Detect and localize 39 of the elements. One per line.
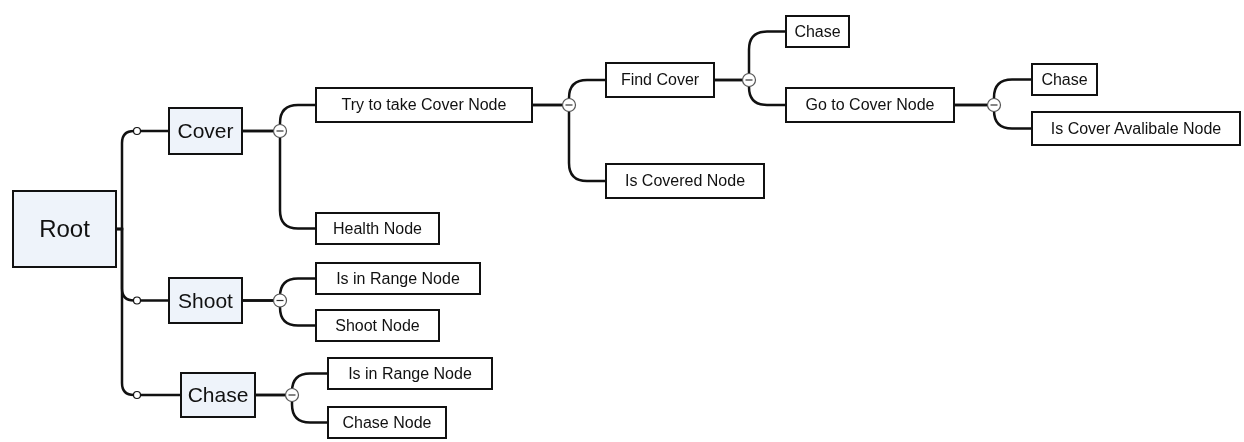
node-label: Health Node (333, 219, 422, 238)
connector-line (243, 129, 315, 230)
node-box (180, 372, 256, 418)
node-box (327, 357, 493, 390)
node-label: Find Cover (620, 71, 700, 89)
node-label: Chase (187, 383, 249, 407)
node-label: Shoot (178, 288, 233, 313)
node-label: Root (39, 215, 90, 243)
connector-line (256, 393, 327, 424)
node-box (168, 107, 243, 155)
node-box (605, 163, 765, 199)
node-box (785, 15, 850, 48)
connector-line (117, 227, 180, 397)
node-label: Is Covered Node (624, 172, 746, 190)
node-box (1031, 63, 1098, 96)
node-box (168, 277, 243, 324)
node-box (12, 190, 117, 268)
node-label: Shoot Node (335, 316, 420, 335)
node-label: Try to take Cover Node (341, 96, 507, 114)
node-label: Cover (177, 119, 234, 143)
node-label: Is in Range Node (348, 364, 472, 383)
connector-line (243, 299, 315, 327)
node-label: Chase (1041, 70, 1088, 89)
node-label: Chase Node (342, 413, 432, 432)
node-box (605, 62, 715, 98)
node-box (327, 406, 447, 439)
node-label: Go to Cover Node (805, 96, 935, 114)
node-box (785, 87, 955, 123)
node-box (1031, 111, 1241, 146)
node-box (315, 212, 440, 245)
connector-line (955, 103, 1031, 130)
node-box (315, 262, 481, 295)
node-box (315, 87, 533, 123)
node-box (315, 309, 440, 342)
node-label: Chase (794, 22, 841, 41)
node-label: Is Cover Avalibale Node (1050, 119, 1222, 138)
connector-line (533, 103, 605, 183)
node-label: Is in Range Node (336, 269, 460, 288)
connector-line (715, 78, 785, 107)
